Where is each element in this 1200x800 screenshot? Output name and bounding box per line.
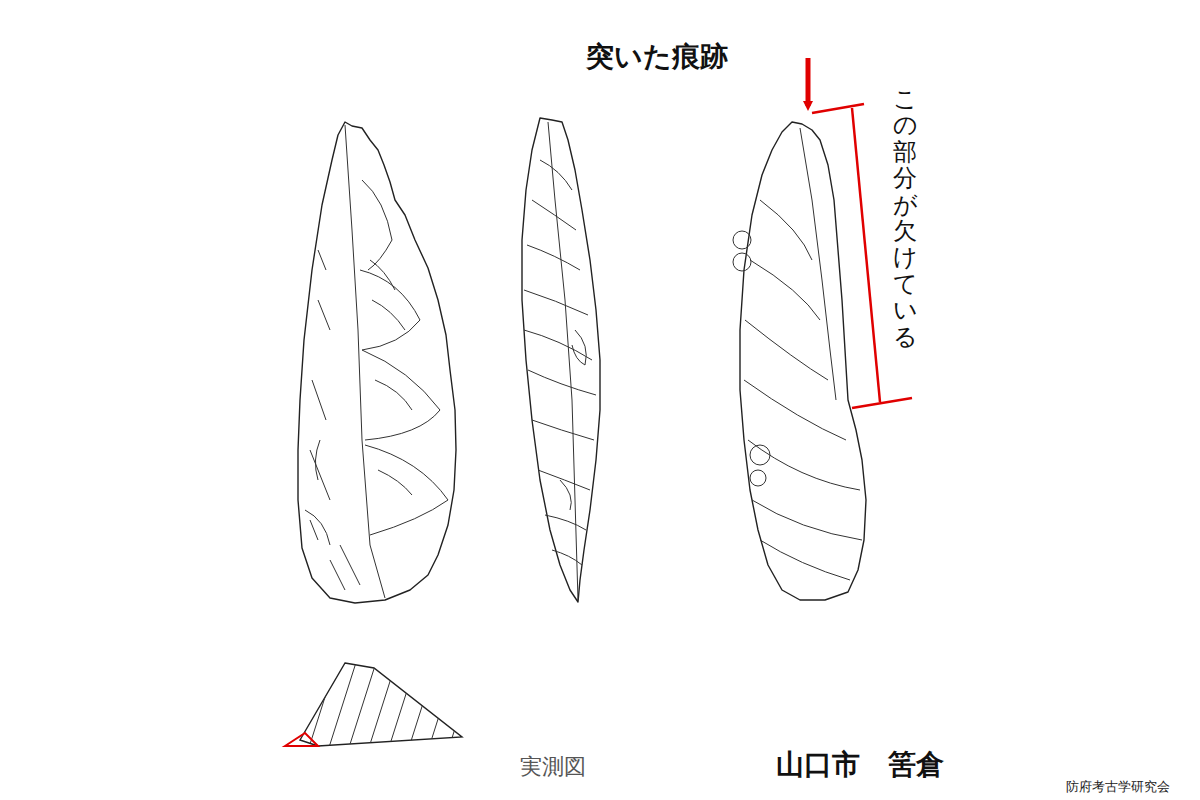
drawing-caption: 実測図 (520, 752, 586, 782)
red-arrow (806, 58, 811, 106)
trace-label: 突いた痕跡 (586, 38, 728, 76)
site-name: 山口市 筈倉 (776, 746, 944, 784)
tool-face-view (298, 122, 456, 603)
cross-section (285, 650, 480, 760)
missing-part-label: この部分が欠けている (893, 86, 917, 350)
tool-back-view (740, 122, 866, 600)
credit-watermark: 防府考古学研究会 (1066, 778, 1170, 796)
tool-side-view (522, 118, 600, 602)
